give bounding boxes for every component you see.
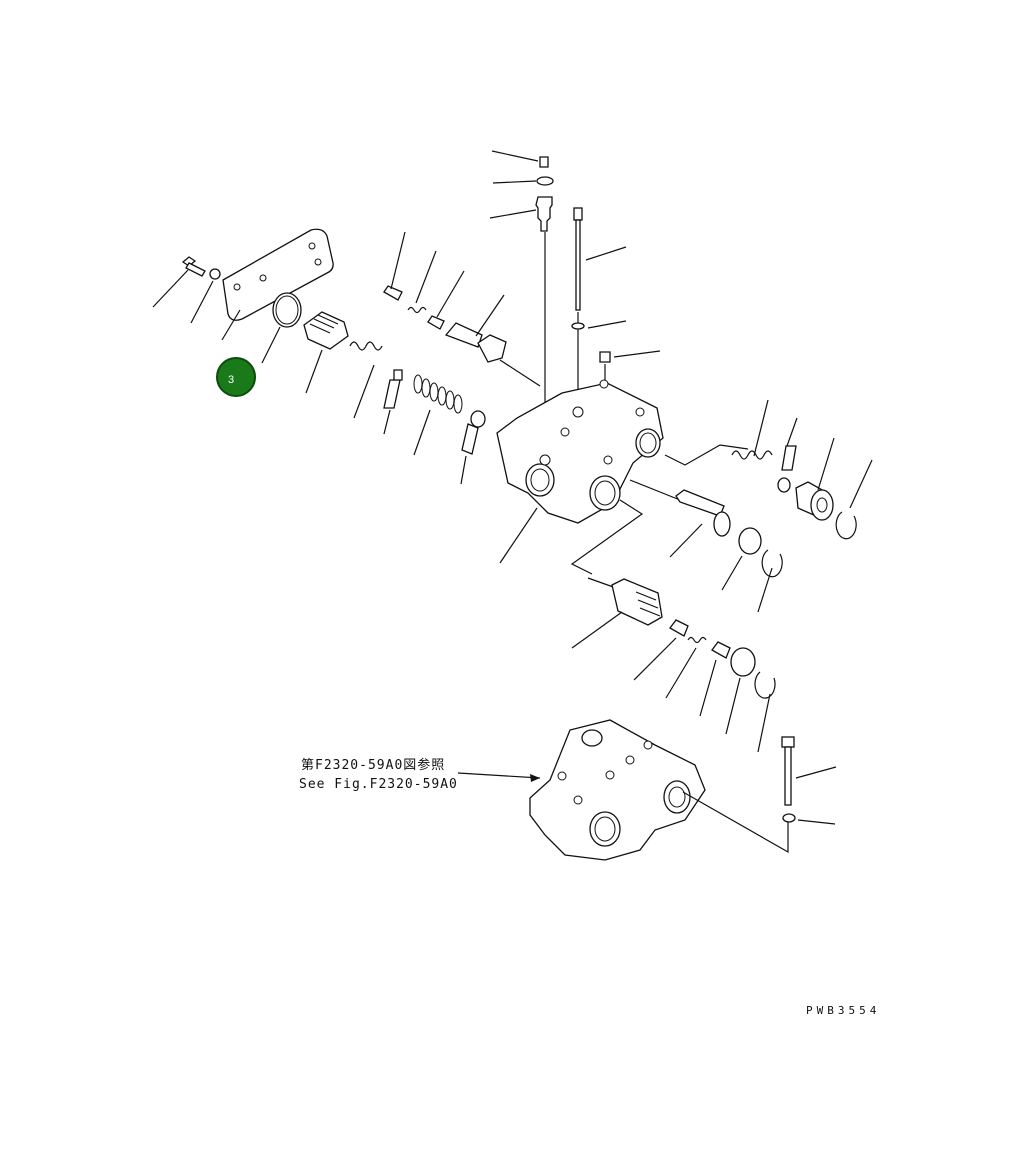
plug-lower-1 [633,619,689,681]
disc-lower [725,647,756,735]
cap-right [795,437,835,521]
valve-body-reference [529,719,706,861]
reference-text-en: See Fig.F2320-59A0 [299,777,458,792]
callout-number: 3 [228,374,234,386]
bolt-bottom [781,736,837,806]
callout-marker[interactable]: 3 [216,357,256,397]
pin-left [383,369,403,435]
plug-lower-2 [699,641,731,717]
pin-right [777,417,798,493]
snap-ring-lower [754,671,776,753]
spring-right [731,399,773,460]
spring-left-2 [413,374,463,456]
spool-lower [571,577,663,649]
pin-left-2 [460,410,486,485]
spring-lower [665,636,707,699]
plug-mid-2 [427,270,465,330]
oring-left [261,292,302,364]
disc-right-mid [721,527,762,591]
snap-ring-right-1 [835,459,873,540]
valve-body-main [496,379,664,564]
piston-sleeve [303,311,349,394]
reference-arrow [457,772,541,782]
top-oring [492,176,554,186]
spool-right-mid [629,479,731,558]
spring-mid-small [407,250,437,314]
washer-top [571,320,627,330]
drawing-code: PWB3554 [806,1004,880,1017]
spring-left-1 [349,341,383,419]
plug-mid [383,231,406,301]
snap-ring-right-2 [757,549,783,613]
long-bolt-top [573,207,627,410]
cover-plate [221,228,334,341]
reference-text-jp: 第F2320-59A0図参照 [301,757,445,773]
washer-bottom [782,813,836,825]
washer-left [190,268,221,324]
spool-mid [444,294,541,387]
top-plug [491,150,549,168]
bolt-left [152,256,206,308]
